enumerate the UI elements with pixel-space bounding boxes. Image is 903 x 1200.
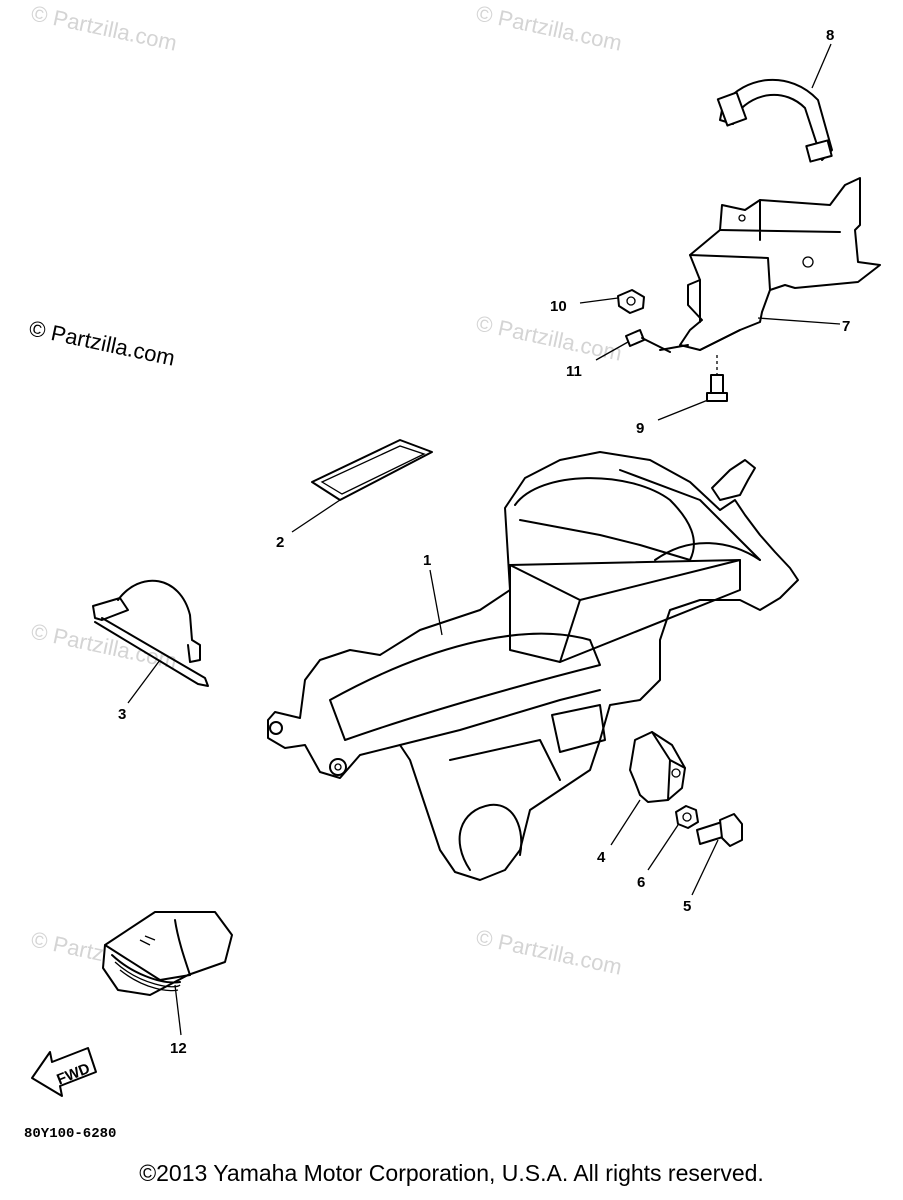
watermark: © Partzilla.com — [474, 924, 624, 979]
diagram-code: 80Y100-6280 — [24, 1126, 116, 1142]
leader-lines — [127, 43, 841, 1036]
watermark: © Partzilla.com — [474, 0, 624, 55]
callout-1: 1 — [423, 552, 431, 569]
part-1-housing — [267, 451, 799, 881]
callout-12: 12 — [170, 1040, 187, 1057]
callout-9: 9 — [636, 420, 644, 437]
part-3-band — [92, 579, 209, 687]
fwd-arrow-icon: FWD — [31, 1047, 97, 1097]
part-10-nut — [617, 289, 645, 314]
part-4-clip — [629, 731, 686, 803]
callout-11: 11 — [566, 363, 582, 380]
watermark: © Partzilla.com — [29, 0, 179, 55]
part-12-coupler — [102, 911, 233, 996]
watermark: © Partzilla.com — [27, 315, 177, 370]
part-2-plate — [311, 439, 433, 501]
callout-3: 3 — [118, 706, 126, 723]
copyright-notice: ©2013 Yamaha Motor Corporation, U.S.A. A… — [139, 1160, 764, 1186]
callout-7: 7 — [842, 318, 850, 335]
callout-4: 4 — [597, 849, 606, 866]
part-9-bolt — [706, 355, 728, 402]
callout-labels: 1 2 3 4 5 6 7 8 9 10 11 12 — [118, 27, 850, 1057]
part-8-strap — [716, 79, 833, 163]
part-6-nut — [675, 805, 699, 829]
callout-6: 6 — [637, 874, 645, 891]
part-5-bolt — [696, 813, 743, 847]
callout-2: 2 — [276, 534, 284, 551]
callout-8: 8 — [826, 27, 834, 44]
part-11-clip — [625, 329, 671, 353]
part-7-bracket — [659, 177, 881, 351]
callout-10: 10 — [550, 298, 567, 315]
callout-5: 5 — [683, 898, 691, 915]
